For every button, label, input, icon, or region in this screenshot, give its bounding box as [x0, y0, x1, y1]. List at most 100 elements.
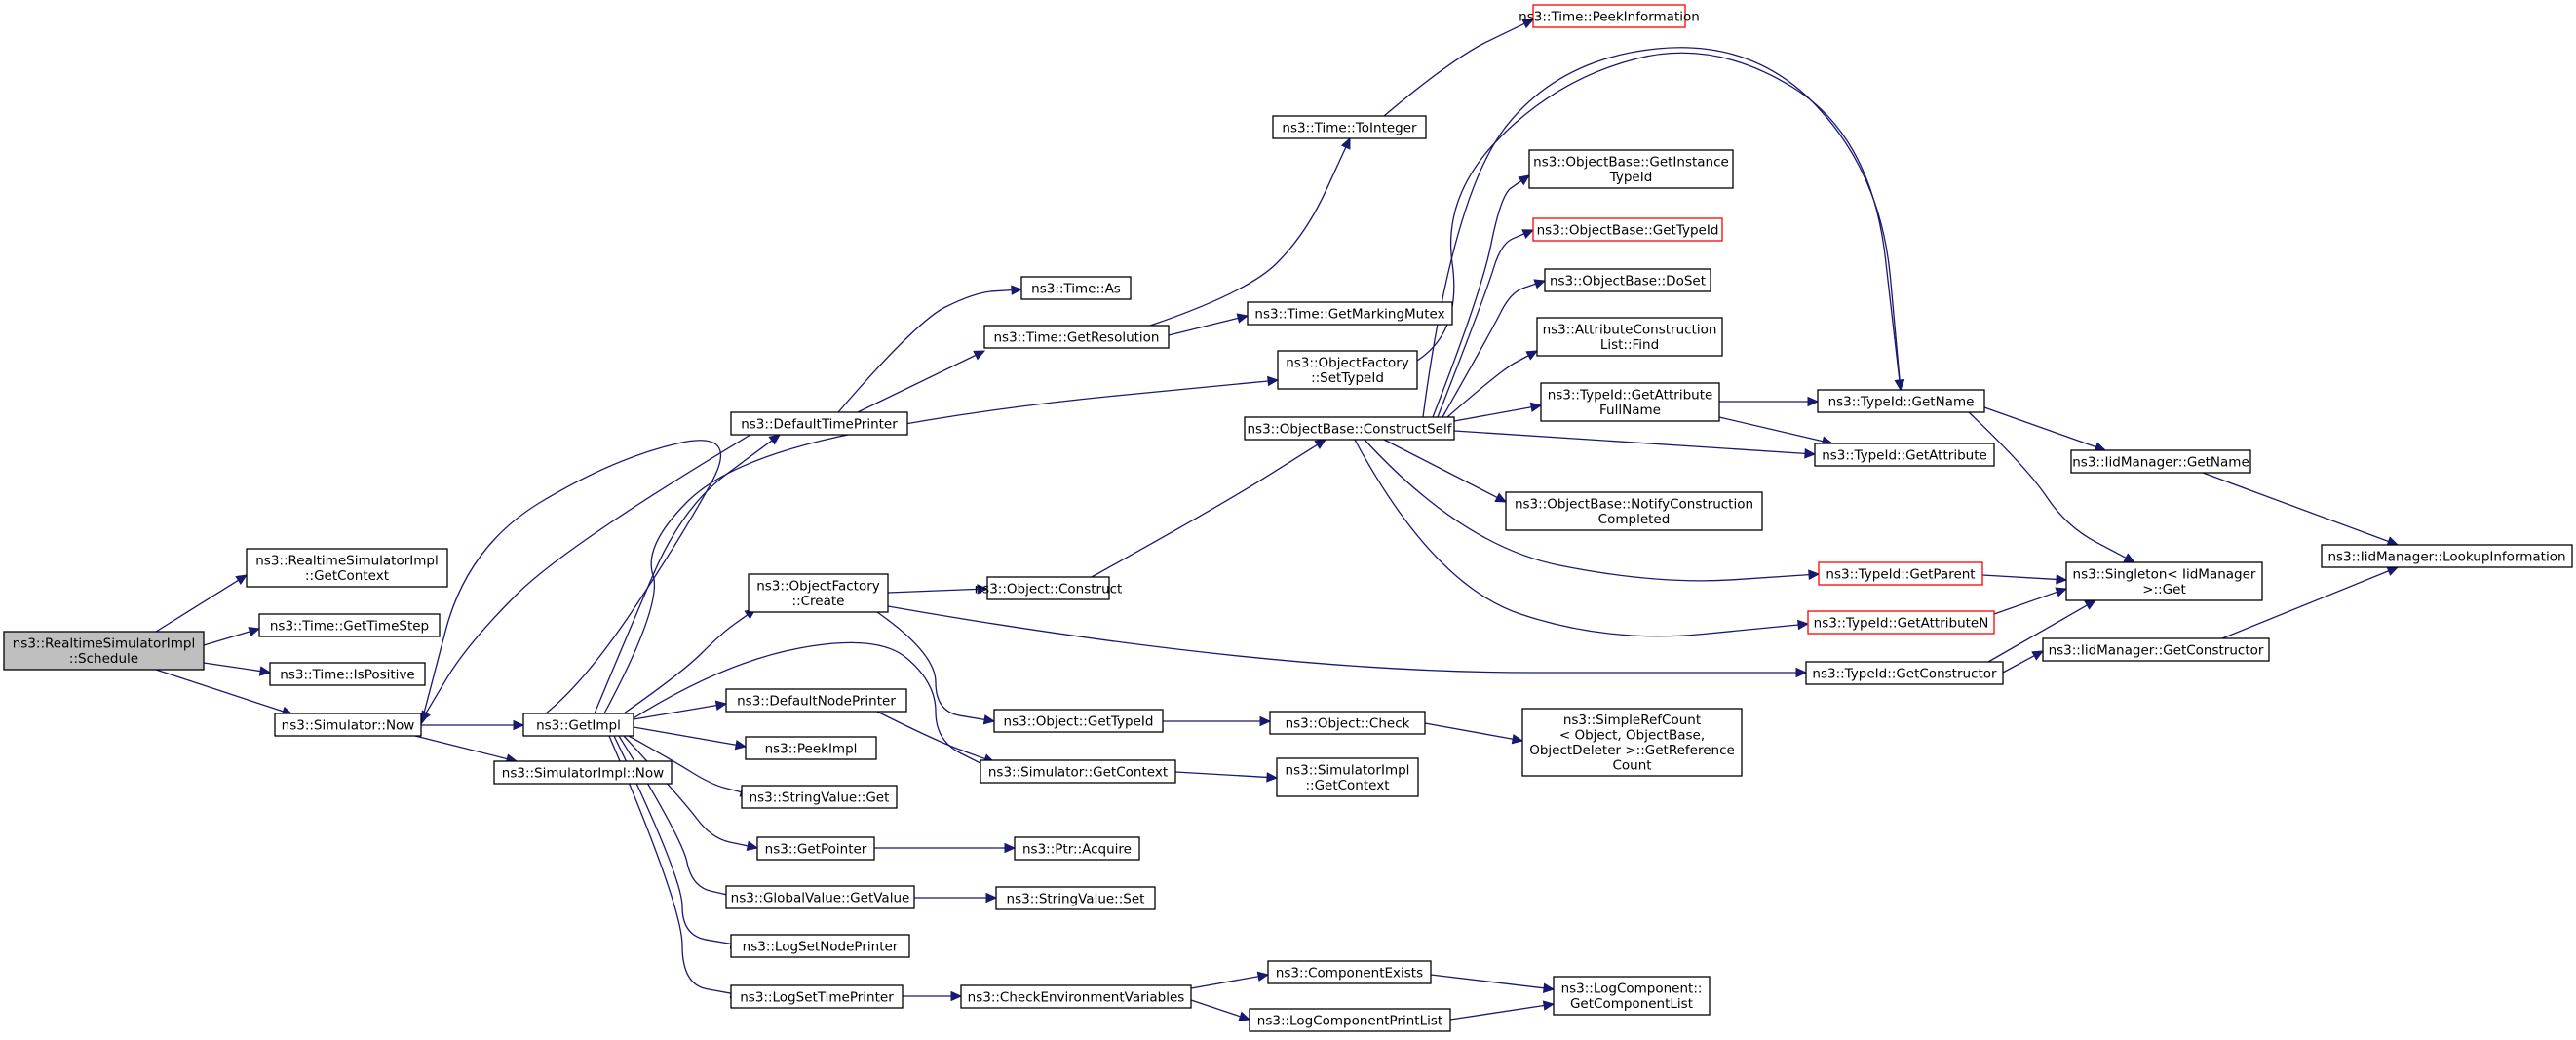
- node-label: ::SetTypeId: [1311, 370, 1384, 386]
- node-typeid_getconstructor[interactable]: ns3::TypeId::GetConstructor: [1805, 661, 2004, 685]
- arrowhead: [734, 740, 748, 751]
- node-objbase_notifyconstr[interactable]: ns3::ObjectBase::NotifyConstructionCompl…: [1505, 491, 1763, 531]
- arrowhead: [1797, 619, 1810, 631]
- node-typeid_getparent[interactable]: ns3::TypeId::GetParent: [1818, 561, 1983, 586]
- arrowhead: [714, 700, 728, 711]
- edge-line: [633, 726, 737, 746]
- node-checkenvvars[interactable]: ns3::CheckEnvironmentVariables: [960, 984, 1192, 1009]
- node-peekimpl[interactable]: ns3::PeekImpl: [745, 736, 877, 760]
- edge-componentexists-to-logcomponent_getlist: [1430, 974, 1556, 993]
- node-simimpl_now[interactable]: ns3::SimulatorImpl::Now: [493, 760, 673, 785]
- node-box: [1247, 301, 1453, 326]
- node-simplerefcount[interactable]: ns3::SimpleRefCount< Object, ObjectBase,…: [1521, 708, 1743, 777]
- node-box: [980, 759, 1176, 784]
- arrowhead: [1795, 667, 1808, 678]
- node-objbase_gettypeid[interactable]: ns3::ObjectBase::GetTypeId: [1532, 217, 1723, 242]
- node-getpointer[interactable]: ns3::GetPointer: [756, 836, 875, 861]
- node-box: [730, 411, 908, 436]
- node-logcomponentprintlist[interactable]: ns3::LogComponentPrintList: [1249, 1008, 1451, 1032]
- node-sim_now[interactable]: ns3::Simulator::Now: [274, 713, 422, 737]
- node-typeid_getname[interactable]: ns3::TypeId::GetName: [1817, 389, 1985, 413]
- node-sim_getcontext[interactable]: ns3::Simulator::GetContext: [980, 759, 1176, 784]
- node-box: [986, 576, 1110, 600]
- edge-typeid_getparent-to-singleton_get: [1981, 574, 2068, 585]
- node-logcomponent_getlist[interactable]: ns3::LogComponent::GetComponentList: [1553, 976, 1711, 1016]
- edge-line: [1091, 443, 1318, 578]
- node-box: [1532, 4, 1686, 28]
- node-label: Count: [1612, 758, 1651, 774]
- node-label: List::Find: [1600, 337, 1659, 353]
- node-label: ns3::ObjectBase::NotifyConstruction: [1515, 497, 1753, 513]
- edge-line: [155, 669, 284, 713]
- node-time_getmarkingmutex[interactable]: ns3::Time::GetMarkingMutex: [1247, 301, 1453, 326]
- edge-object_check-to-simplerefcount: [1424, 722, 1524, 745]
- edge-line: [1424, 722, 1514, 740]
- node-iidmanager_lookupinfo[interactable]: ns3::IidManager::LookupInformation: [2321, 544, 2573, 568]
- edge-line: [1968, 411, 2127, 559]
- node-logsetnodeprinter[interactable]: ns3::LogSetNodePrinter: [730, 934, 910, 958]
- node-time_peekinformation[interactable]: ns3::Time::PeekInformation: [1519, 4, 1700, 28]
- node-objfactory_create[interactable]: ns3::ObjectFactory::Create: [748, 573, 889, 613]
- node-label: ObjectDeleter >::GetReference: [1529, 743, 1735, 758]
- node-stringvalue_set[interactable]: ns3::StringValue::Set: [995, 886, 1156, 910]
- node-label: ns3::Object::GetTypeId: [1004, 713, 1154, 729]
- node-stringvalue_get[interactable]: ns3::StringValue::Get: [741, 785, 898, 809]
- edge-logcomponentprintlist-to-logcomponent_getlist: [1449, 1000, 1556, 1021]
- node-label: ns3::ObjectBase::ConstructSelf: [1248, 421, 1453, 437]
- node-globalvalue_getvalue[interactable]: ns3::GlobalValue::GetValue: [725, 885, 915, 909]
- node-time_ispositive[interactable]: ns3::Time::IsPositive: [269, 662, 426, 686]
- node-objbase_doset[interactable]: ns3::ObjectBase::DoSet: [1544, 268, 1711, 292]
- edge-objbase_constructself-to-objbase_doset: [1442, 279, 1547, 418]
- node-typeid_getattribute[interactable]: ns3::TypeId::GetAttribute: [1814, 443, 1995, 467]
- node-label: ns3::ObjectFactory: [756, 579, 880, 595]
- node-label: ns3::Time::PeekInformation: [1519, 9, 1700, 24]
- arrowhead: [982, 714, 996, 725]
- node-time_gettimestep[interactable]: ns3::Time::GetTimeStep: [258, 613, 441, 637]
- node-label: ns3::Simulator::Now: [282, 717, 415, 733]
- node-objbase_constructself[interactable]: ns3::ObjectBase::ConstructSelf: [1244, 416, 1455, 441]
- node-box: [1553, 976, 1711, 1016]
- edge-line: [857, 354, 977, 413]
- arrowhead: [2055, 587, 2068, 597]
- node-label: ns3::Time::GetTimeStep: [270, 618, 429, 634]
- node-time_tointeger[interactable]: ns3::Time::ToInteger: [1272, 115, 1427, 139]
- node-ptr_acquire[interactable]: ns3::Ptr::Acquire: [1014, 836, 1140, 861]
- node-label: ns3::ComponentExists: [1276, 965, 1423, 981]
- node-label: GetComponentList: [1570, 996, 1693, 1012]
- node-root[interactable]: ns3::RealtimeSimulatorImpl::Schedule: [3, 631, 205, 671]
- node-object_gettypeid[interactable]: ns3::Object::GetTypeId: [993, 709, 1164, 733]
- node-simimpl_getcontext[interactable]: ns3::SimulatorImpl::GetContext: [1276, 757, 1419, 797]
- node-rsi_getcontext[interactable]: ns3::RealtimeSimulatorImpl::GetContext: [246, 548, 448, 588]
- node-time_getresolution[interactable]: ns3::Time::GetResolution: [983, 325, 1170, 349]
- edge-root-to-time_ispositive: [203, 662, 272, 676]
- node-time_as[interactable]: ns3::Time::As: [1020, 276, 1132, 300]
- node-label: ns3::RealtimeSimulatorImpl: [13, 636, 195, 652]
- arrowhead: [1518, 174, 1531, 186]
- node-objfactory_settypeid[interactable]: ns3::ObjectFactory::SetTypeId: [1277, 350, 1418, 390]
- node-iidmanager_getconstructor[interactable]: ns3::IidManager::GetConstructor: [2042, 637, 2270, 662]
- node-defaulttimeprinter[interactable]: ns3::DefaultTimePrinter: [730, 411, 908, 436]
- node-box: [1544, 268, 1711, 292]
- node-box: [1536, 317, 1723, 357]
- node-object_check[interactable]: ns3::Object::Check: [1269, 711, 1426, 735]
- node-typeid_getattributen[interactable]: ns3::TypeId::GetAttributeN: [1807, 610, 1995, 635]
- node-getimpl[interactable]: ns3::GetImpl: [522, 713, 634, 737]
- node-defaultnodeprinter[interactable]: ns3::DefaultNodePrinter: [725, 688, 907, 713]
- node-label: ns3::TypeId::GetAttributeN: [1814, 615, 1989, 631]
- arrowhead: [1236, 313, 1250, 324]
- node-box: [2065, 561, 2263, 601]
- edge-line: [608, 735, 732, 994]
- node-logsettimeprinter[interactable]: ns3::LogSetTimePrinter: [730, 984, 904, 1009]
- node-iidmanager_getname[interactable]: ns3::IidManager::GetName: [2070, 449, 2251, 474]
- node-label: ns3::Simulator::GetContext: [988, 764, 1168, 780]
- node-object_construct[interactable]: ns3::Object::Construct: [975, 576, 1123, 600]
- arrowhead: [1340, 136, 1351, 150]
- arrowhead: [1542, 982, 1556, 993]
- node-singleton_get[interactable]: ns3::Singleton< IidManager >::Get: [2065, 561, 2263, 601]
- node-box: [725, 885, 915, 909]
- node-componentexists[interactable]: ns3::ComponentExists: [1267, 960, 1432, 984]
